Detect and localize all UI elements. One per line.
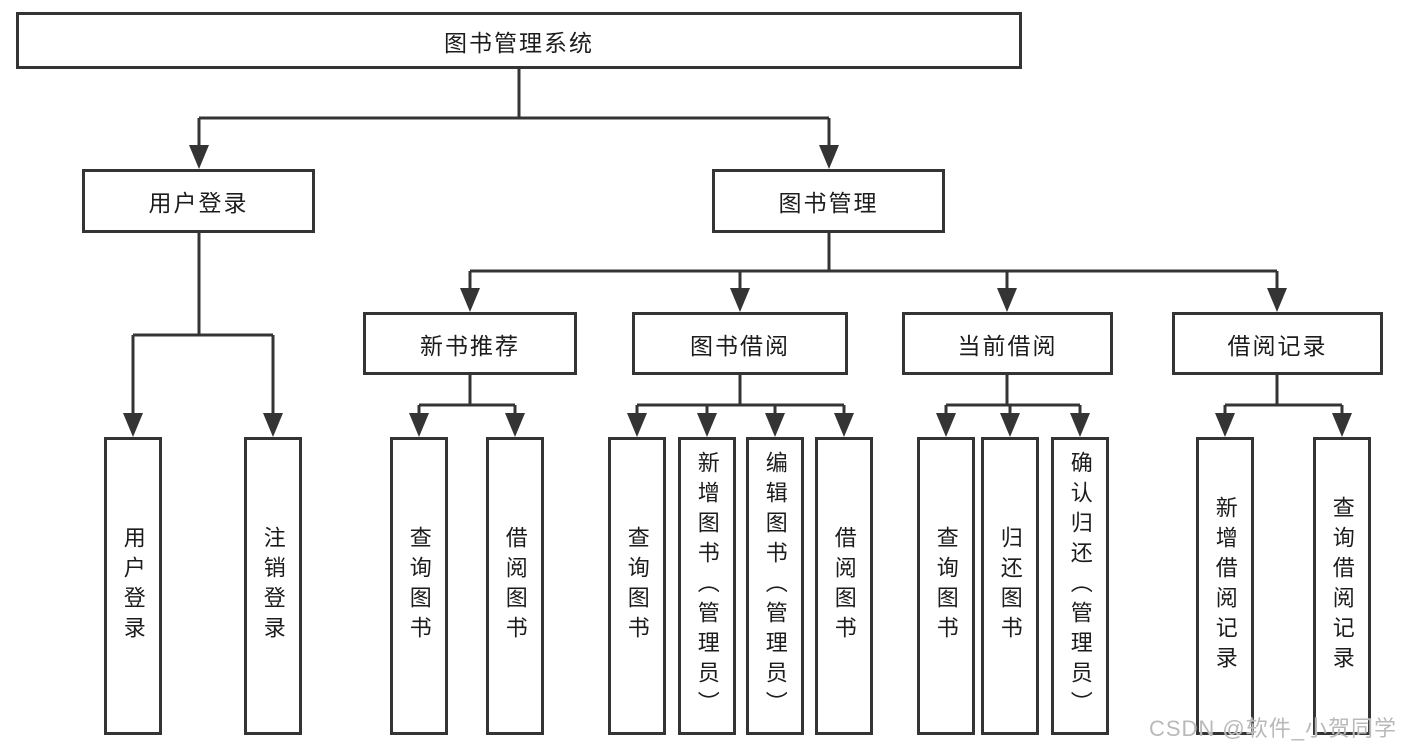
node-library-management-system: 图书管理系统 <box>16 12 1022 69</box>
node-label: 借阅记录 <box>1227 332 1328 359</box>
node-current-borrow: 当前借阅 <box>902 312 1113 375</box>
node-borrow-records: 借阅记录 <box>1172 312 1383 375</box>
node-book-management: 图书管理 <box>712 169 945 233</box>
node-label: 确认归还（管理员） <box>1067 451 1093 721</box>
leaf-borrow-books-recommend: 借阅图书 <box>486 437 544 735</box>
node-label: 查询图书 <box>406 526 432 646</box>
node-user-login: 用户登录 <box>82 169 315 233</box>
leaf-query-books-borrow: 查询图书 <box>608 437 666 735</box>
leaf-add-books-admin: 新增图书（管理员） <box>678 437 736 735</box>
node-label: 查询图书 <box>624 526 650 646</box>
node-label: 查询借阅记录 <box>1329 496 1355 676</box>
csdn-watermark: CSDN @软件_小贺同学 <box>1148 716 1397 741</box>
node-label: 查询图书 <box>933 526 959 646</box>
node-label: 编辑图书（管理员） <box>762 451 788 721</box>
node-label: 归还图书 <box>997 526 1023 646</box>
node-label: 图书管理 <box>778 190 879 216</box>
leaf-return-books: 归还图书 <box>981 437 1039 735</box>
node-label: 新增图书（管理员） <box>694 451 720 721</box>
node-label: 图书管理系统 <box>444 29 594 56</box>
leaf-edit-books-admin: 编辑图书（管理员） <box>746 437 804 735</box>
node-new-book-recommend: 新书推荐 <box>363 312 577 375</box>
node-label: 用户登录 <box>120 526 146 646</box>
node-book-borrow: 图书借阅 <box>632 312 848 375</box>
node-label: 当前借阅 <box>957 332 1058 359</box>
leaf-query-books-current: 查询图书 <box>917 437 975 735</box>
leaf-query-books-recommend: 查询图书 <box>390 437 448 735</box>
leaf-user-login: 用户登录 <box>104 437 162 735</box>
leaf-confirm-return-admin: 确认归还（管理员） <box>1051 437 1109 735</box>
node-label: 图书借阅 <box>690 332 790 359</box>
node-label: 新增借阅记录 <box>1212 496 1238 676</box>
leaf-borrow-books: 借阅图书 <box>815 437 873 735</box>
node-label: 新书推荐 <box>420 332 520 359</box>
leaf-add-borrow-record: 新增借阅记录 <box>1196 437 1254 735</box>
node-label: 注销登录 <box>260 526 286 646</box>
node-label: 借阅图书 <box>502 526 528 646</box>
leaf-query-borrow-record: 查询借阅记录 <box>1313 437 1371 735</box>
leaf-logout: 注销登录 <box>244 437 302 735</box>
node-label: 借阅图书 <box>831 526 857 646</box>
node-label: 用户登录 <box>148 190 249 216</box>
